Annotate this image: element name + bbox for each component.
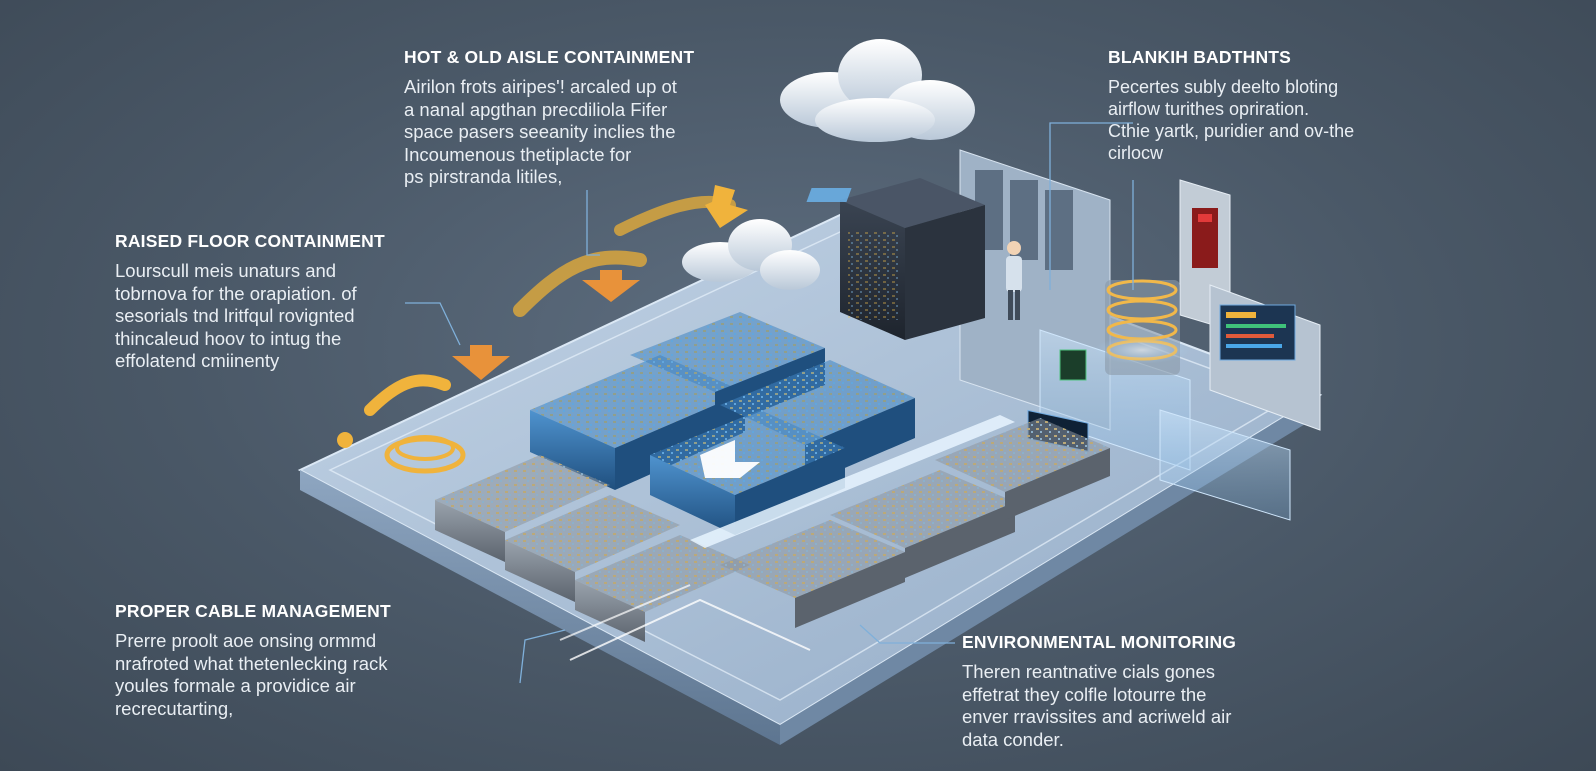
airflow-swirl-icon bbox=[337, 195, 736, 474]
blue-rack-group bbox=[530, 312, 915, 535]
callout-text-line: Prerre proolt aoe onsing ormmd bbox=[115, 630, 377, 651]
callout-environmental-monitoring: ENVIRONMENTAL MONITORING Theren reantnat… bbox=[962, 632, 1236, 751]
callout-title: RAISED FLOOR CONTAINMENT bbox=[115, 231, 385, 251]
callout-text-line: ps pirstranda litiles, bbox=[404, 166, 563, 187]
leader-lines bbox=[405, 122, 1134, 684]
callout-title: ENVIRONMENTAL MONITORING bbox=[962, 632, 1237, 652]
cloud-icon bbox=[780, 39, 975, 142]
cable-tray bbox=[559, 415, 1015, 661]
callout-text-line: Airilon frots airipes'! arcaled up ot bbox=[404, 76, 677, 97]
callout-title: PROPER CABLE MANAGEMENT bbox=[115, 601, 391, 621]
callout-text-line: sesorials tnd lritfqul rovignted bbox=[115, 305, 355, 326]
callout-text-line: space pasers seeanity inclies the bbox=[404, 121, 676, 142]
callout-hot-aisle: HOT & OLD AISLE CONTAINMENT Airilon frot… bbox=[404, 47, 694, 189]
callout-raised-floor: RAISED FLOOR CONTAINMENT Lourscull meis … bbox=[115, 231, 385, 373]
callout-text-line: Lourscull meis unaturs and bbox=[115, 260, 337, 281]
callout-text-line: nrafroted what thetenlecking rack bbox=[115, 652, 388, 674]
callout-text-line: data conder. bbox=[962, 728, 1064, 750]
callout-text-line: Theren reantnative cials gones bbox=[962, 661, 1215, 682]
callout-text-line: thincaleud hoov to intug the bbox=[115, 327, 342, 349]
callout-text-line: cirlocw bbox=[1108, 143, 1164, 163]
down-arrow-icon bbox=[452, 185, 748, 380]
callout-text-line: Pecertes subly deelto bloting bbox=[1108, 77, 1339, 97]
callout-text-line: effetrat they colfle lotourre the bbox=[962, 683, 1207, 705]
cooling-coil-icon bbox=[1094, 279, 1190, 375]
callout-text-line: a nanal apgthan precdiliola Fifer bbox=[404, 98, 668, 120]
callout-title: BLANKIH BADTHNTS bbox=[1108, 47, 1292, 67]
callout-text-line: effolatend cmiinenty bbox=[115, 350, 280, 371]
crah-unit bbox=[806, 178, 985, 340]
callout-blanking: BLANKIH BADTHNTS Pecertes subly deelto b… bbox=[1108, 47, 1354, 164]
cloud-icon-small bbox=[682, 219, 820, 290]
callout-text-line: youles formale a providice air bbox=[115, 675, 356, 696]
gray-rack-rows bbox=[435, 418, 1110, 642]
callout-text-line: Incoumenous thetiplacte for bbox=[404, 143, 632, 165]
callout-title: HOT & OLD AISLE CONTAINMENT bbox=[404, 47, 695, 67]
callout-text-line: Cthie yartk, puridier and ov-the bbox=[1108, 121, 1355, 141]
callout-text-line: airflow turithes opriration. bbox=[1108, 99, 1310, 119]
callout-cable-management: PROPER CABLE MANAGEMENT Prerre proolt ao… bbox=[115, 601, 391, 720]
technician-icon bbox=[1006, 241, 1022, 320]
callout-text-line: enver rravissites and acriweld air bbox=[962, 706, 1232, 727]
callout-text-line: tobrnova for the orapiation. of bbox=[115, 282, 357, 304]
callout-text-line: recrecutarting, bbox=[115, 697, 234, 719]
